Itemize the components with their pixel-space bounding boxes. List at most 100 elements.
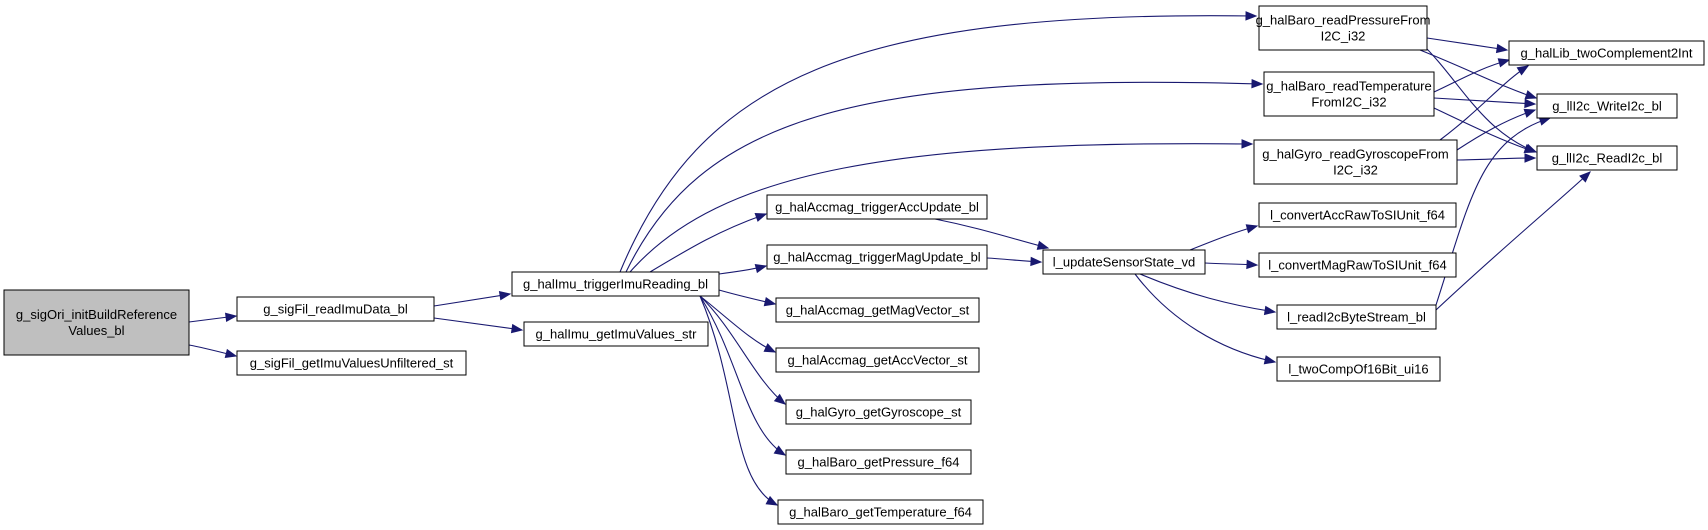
edge-line <box>699 295 778 506</box>
node-writeI2c[interactable]: g_llI2c_WriteI2c_bl <box>1536 93 1678 119</box>
node-box[interactable] <box>766 244 988 270</box>
edge-updateSensorState-to-convertAcc <box>1189 224 1259 251</box>
edge-triggerImuReading-to-readTemperature <box>625 78 1264 273</box>
node-getAccVector[interactable]: g_halAccmag_getAccVector_st <box>775 347 980 373</box>
edge-readI2cByteStream-to-readI2c <box>1435 171 1591 311</box>
node-box[interactable] <box>775 347 980 373</box>
node-label: g_halImu_getImuValues_str <box>536 327 698 342</box>
node-label: g_halGyro_getGyroscope_st <box>796 405 962 420</box>
node-box[interactable] <box>1258 202 1457 228</box>
node-box[interactable] <box>766 194 988 220</box>
arrowhead <box>1524 90 1538 100</box>
call-graph-edges <box>188 11 1591 506</box>
edge-root-to-getImuValuesUnfiltered <box>188 344 238 359</box>
arrowhead <box>1523 144 1537 154</box>
edge-readPressure-to-writeI2c <box>1419 49 1538 100</box>
node-box[interactable] <box>236 350 467 376</box>
node-box[interactable] <box>1042 249 1206 275</box>
edge-line <box>1134 273 1276 363</box>
node-label: l_convertMagRawToSIUnit_f64 <box>1268 258 1446 273</box>
node-box[interactable] <box>236 296 435 322</box>
edge-line <box>1433 97 1536 105</box>
node-getGyroscope[interactable]: g_halGyro_getGyroscope_st <box>785 399 972 425</box>
node-label: l_convertAccRawToSIUnit_f64 <box>1270 208 1445 223</box>
node-box[interactable] <box>1263 71 1435 117</box>
node-readI2c[interactable]: g_llI2c_ReadI2c_bl <box>1536 145 1678 171</box>
edge-triggerImuReading-to-triggerMagUpdate <box>718 263 768 275</box>
node-label: g_halAccmag_triggerMagUpdate_bl <box>773 250 981 265</box>
node-label: g_halAccmag_getAccVector_st <box>788 353 968 368</box>
arrowhead <box>773 445 787 456</box>
edge-line <box>699 295 786 456</box>
edge-triggerImuReading-to-triggerAccUpdate <box>649 212 768 273</box>
node-getTemperature[interactable]: g_halBaro_getTemperature_f64 <box>777 499 984 525</box>
node-box[interactable] <box>1258 252 1457 278</box>
node-twoComplement2Int[interactable]: g_halLib_twoComplement2Int <box>1508 40 1705 66</box>
arrowhead <box>498 290 512 301</box>
node-label: g_halImu_triggerImuReading_bl <box>523 277 708 292</box>
node-triggerAccUpdate[interactable]: g_halAccmag_triggerAccUpdate_bl <box>766 194 988 220</box>
node-box[interactable] <box>1276 356 1441 382</box>
node-box[interactable] <box>1258 5 1428 51</box>
edge-line <box>1139 273 1276 313</box>
node-updateSensorState[interactable]: l_updateSensorState_vd <box>1042 249 1206 275</box>
node-readImuData[interactable]: g_sigFil_readImuData_bl <box>236 296 435 322</box>
edge-triggerImuReading-to-getAccVector <box>699 295 777 353</box>
node-box[interactable] <box>785 399 972 425</box>
node-twoCompOf16Bit[interactable]: l_twoCompOf16Bit_ui16 <box>1276 356 1441 382</box>
node-label: I2C_i32 <box>1333 163 1378 178</box>
arrowhead <box>1241 139 1254 149</box>
node-box[interactable] <box>777 499 984 525</box>
node-label: l_twoCompOf16Bit_ui16 <box>1288 362 1428 377</box>
arrowhead <box>1245 11 1258 21</box>
node-label: FromI2C_i32 <box>1311 95 1386 110</box>
node-label: g_halLib_twoComplement2Int <box>1521 46 1693 61</box>
edge-updateSensorState-to-convertMag <box>1204 259 1259 270</box>
node-box[interactable] <box>511 271 720 297</box>
node-triggerImuReading[interactable]: g_halImu_triggerImuReading_bl <box>511 271 720 297</box>
arrowhead <box>773 393 787 405</box>
node-box[interactable] <box>1536 93 1678 119</box>
node-box[interactable] <box>1276 304 1437 330</box>
node-triggerMagUpdate[interactable]: g_halAccmag_triggerMagUpdate_bl <box>766 244 988 270</box>
arrowhead <box>754 212 768 222</box>
arrowhead <box>1497 58 1511 68</box>
node-label: l_updateSensorState_vd <box>1053 255 1195 270</box>
node-getImuValuesUnfiltered[interactable]: g_sigFil_getImuValuesUnfiltered_st <box>236 350 467 376</box>
arrowhead <box>1245 224 1259 234</box>
node-convertAcc[interactable]: l_convertAccRawToSIUnit_f64 <box>1258 202 1457 228</box>
edge-triggerImuReading-to-readPressure <box>619 11 1258 273</box>
edge-line <box>619 15 1257 273</box>
node-box[interactable] <box>1253 139 1458 185</box>
edge-triggerAccUpdate-to-updateSensorState <box>934 218 1050 250</box>
node-getMagVector[interactable]: g_halAccmag_getMagVector_st <box>775 297 980 323</box>
node-label: l_readI2cByteStream_bl <box>1287 310 1426 325</box>
edge-readTemperature-to-twoComplement2Int <box>1433 58 1511 93</box>
edge-line <box>433 293 511 307</box>
node-box[interactable] <box>3 289 190 356</box>
node-convertMag[interactable]: l_convertMagRawToSIUnit_f64 <box>1258 252 1457 278</box>
arrowhead <box>1524 98 1537 109</box>
node-getPressure[interactable]: g_halBaro_getPressure_f64 <box>785 449 972 475</box>
node-box[interactable] <box>785 449 972 475</box>
edge-readGyroscope-to-writeI2c <box>1456 108 1537 151</box>
node-box[interactable] <box>523 321 709 347</box>
edge-updateSensorState-to-twoCompOf16Bit <box>1134 273 1277 365</box>
edge-line <box>1419 41 1537 153</box>
edge-readTemperature-to-writeI2c <box>1433 97 1537 109</box>
node-readI2cByteStream[interactable]: l_readI2cByteStream_bl <box>1276 304 1437 330</box>
node-label: I2C_i32 <box>1321 29 1366 44</box>
arrowhead <box>1495 43 1509 54</box>
edge-readGyroscope-to-twoComplement2Int <box>1439 65 1530 141</box>
node-box[interactable] <box>1536 145 1678 171</box>
node-label: g_halBaro_readPressureFrom <box>1256 13 1431 28</box>
node-getImuValues[interactable]: g_halImu_getImuValues_str <box>523 321 709 347</box>
node-label: g_sigFil_getImuValuesUnfiltered_st <box>250 356 454 371</box>
node-box[interactable] <box>775 297 980 323</box>
node-box[interactable] <box>1508 40 1705 66</box>
arrowhead <box>224 348 238 359</box>
